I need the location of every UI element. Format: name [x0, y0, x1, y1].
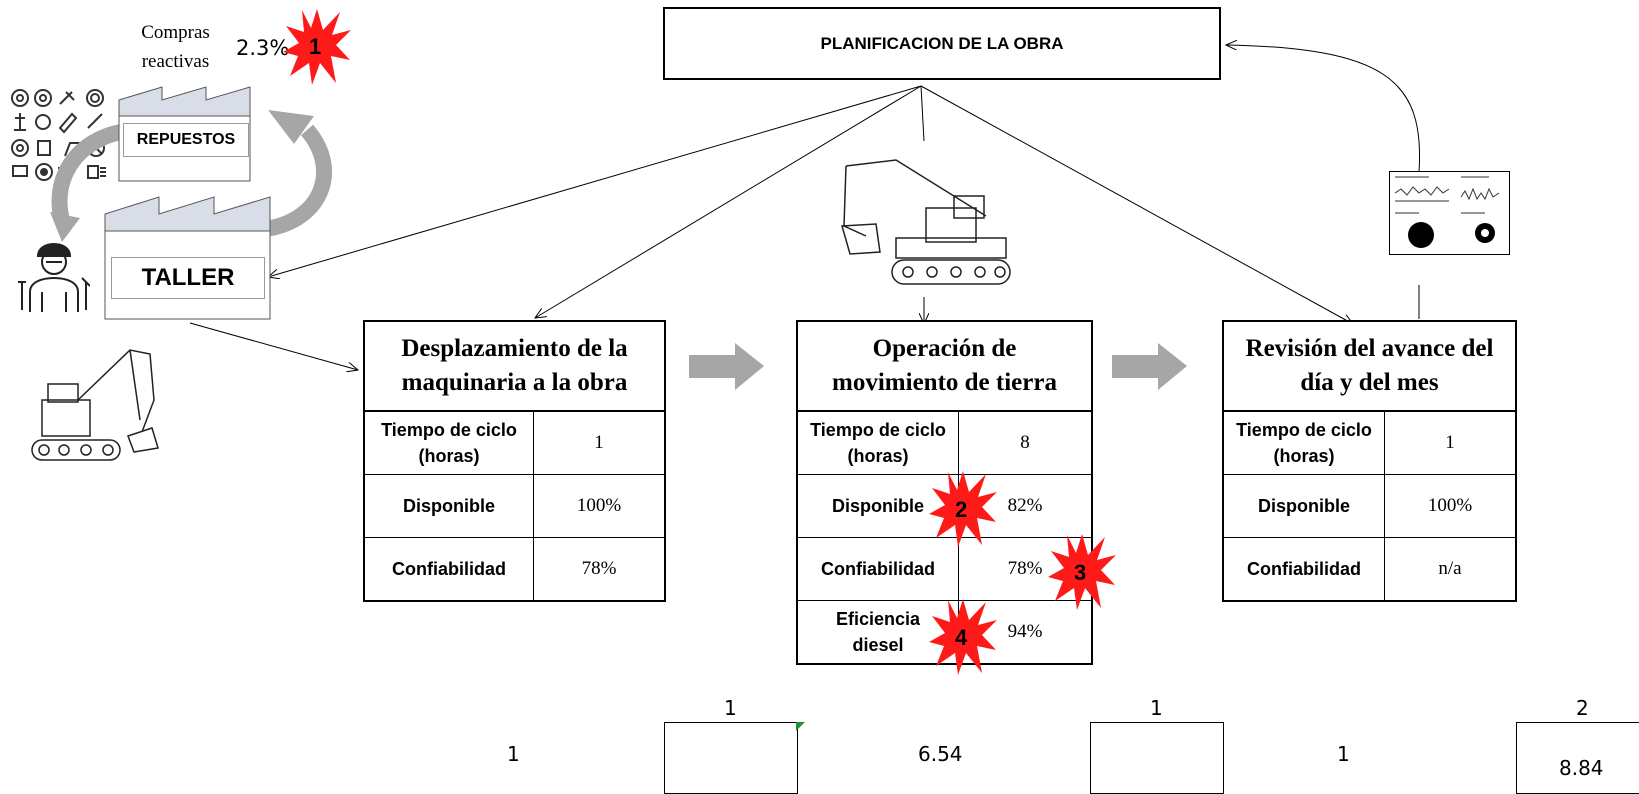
marker-star-3: 3	[1047, 533, 1117, 611]
timeline-top-value-1: 1	[724, 696, 737, 720]
marker-star-2: 2	[928, 470, 998, 548]
table-row: Tiempo de ciclo(horas) 1	[365, 412, 664, 475]
excavator-icon-center	[841, 159, 1011, 285]
timeline-step-box-3	[1516, 722, 1639, 794]
workshop-label: TALLER	[111, 257, 265, 299]
table-row: Disponible 82%	[798, 474, 1091, 538]
timeline-top-value-2: 1	[1150, 696, 1163, 720]
reactive-purchases-value: 2.3%	[236, 36, 290, 60]
comment-flag-icon	[796, 722, 805, 731]
timeline-bottom-value-3: 1	[1337, 742, 1350, 766]
timeline-bottom-value-4: 8.84	[1559, 756, 1604, 780]
spares-label: REPUESTOS	[123, 123, 249, 157]
table-row: Tiempo de ciclo(horas) 8	[798, 412, 1091, 475]
flow-arrow-1	[689, 343, 764, 390]
planning-title: PLANIFICACION DE LA OBRA	[820, 33, 1064, 53]
burst-icon	[929, 471, 997, 547]
excavator-icon-left	[31, 349, 159, 461]
table-row: Confiabilidad 78%	[365, 537, 664, 600]
marker-star-4: 4	[928, 598, 998, 676]
table-row: Confiabilidad n/a	[1224, 537, 1515, 600]
spare-parts-icon	[11, 89, 106, 181]
timeline-bottom-value-2: 6.54	[918, 742, 963, 766]
planning-title-box: PLANIFICACION DE LA OBRA	[663, 7, 1221, 80]
flow-arrow-2	[1112, 343, 1187, 390]
table-row: Confiabilidad 78%	[798, 537, 1091, 601]
mechanic-icon	[18, 243, 90, 312]
burst-icon	[1048, 534, 1116, 610]
process-metrics-table: Tiempo de ciclo(horas) 1 Disponible 100%…	[365, 412, 664, 600]
timeline-step-box-1	[664, 722, 798, 794]
table-row: Disponible 100%	[1224, 474, 1515, 538]
timeline-bottom-value-1: 1	[507, 742, 520, 766]
timeline-top-value-3: 2	[1576, 696, 1589, 720]
burst-icon	[929, 599, 997, 675]
burst-icon	[283, 9, 351, 85]
table-row: Disponible 100%	[365, 474, 664, 538]
dashboard-report-icon	[1389, 171, 1510, 255]
timeline-step-box-2	[1090, 722, 1224, 794]
process-metrics-table: Tiempo de ciclo(horas) 1 Disponible 100%…	[1224, 412, 1515, 600]
table-row: Tiempo de ciclo(horas) 1	[1224, 412, 1515, 475]
marker-star-1: 1	[282, 8, 352, 86]
reactive-purchases-label: Compras reactivas	[141, 22, 210, 72]
